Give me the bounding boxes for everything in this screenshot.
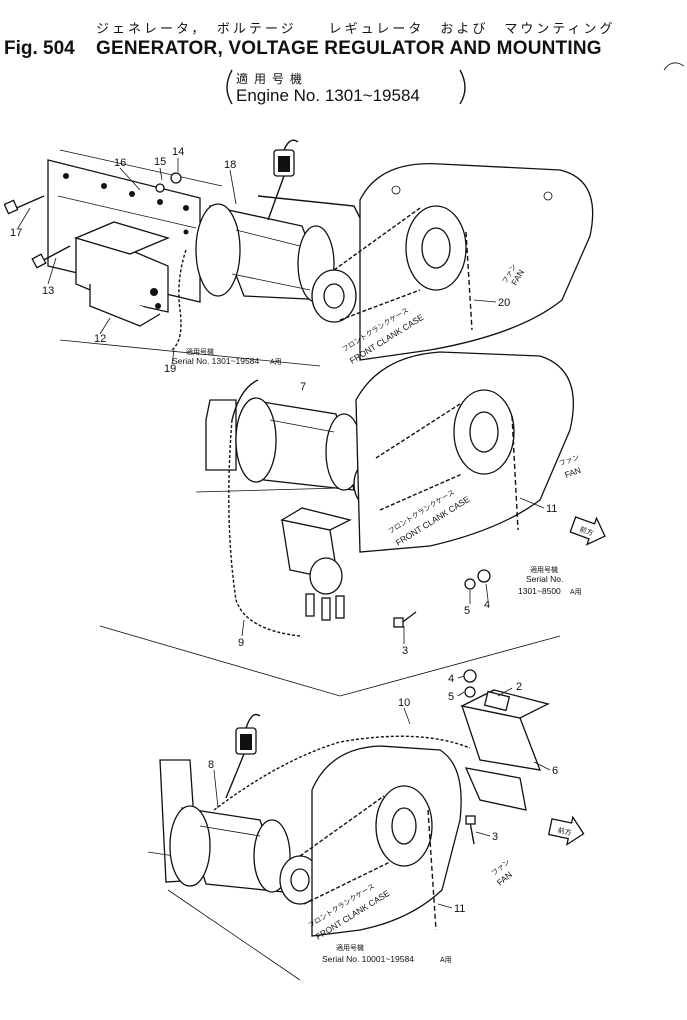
front-arrow-icon — [569, 516, 606, 546]
serial-a-range: Serial No. 1301~19584 — [172, 356, 259, 366]
part-label-5-mid: 5 — [464, 605, 470, 617]
part-label-11-bottom: 11 — [454, 903, 465, 915]
connector-plug-icon-bottom — [225, 713, 261, 799]
engine-number-range: Engine No. 1301~19584 — [236, 86, 420, 105]
part-label-14: 14 — [172, 146, 184, 158]
voltage-regulator-12 — [74, 221, 170, 327]
serial-a-suffix: A用 — [270, 358, 282, 366]
part-label-11-mid: 11 — [546, 503, 557, 515]
part-label-3-bottom: 3 — [492, 831, 498, 843]
top-view — [3, 139, 594, 361]
generator-mid — [235, 397, 363, 491]
fan-label-mid: FAN — [563, 465, 582, 480]
view-divider-bottom — [99, 625, 561, 697]
serial-c-jp: 適用号機 — [336, 943, 364, 952]
connector-plug-icon — [267, 139, 299, 221]
washer-15 — [155, 183, 165, 193]
applicability-japanese: 適用号機 — [236, 72, 309, 86]
left-bracket — [226, 69, 233, 105]
part-label-12: 12 — [94, 333, 106, 345]
pulley-top — [311, 269, 357, 323]
serial-b-suffix: A用 — [570, 588, 582, 596]
v-belt-mid — [375, 403, 463, 511]
part-label-20: 20 — [498, 297, 510, 309]
mounting-plate-line — [57, 195, 197, 229]
serial-b-head: Serial No. — [526, 574, 563, 584]
wire-9 — [228, 419, 301, 637]
voltage-regulator-mid — [280, 507, 352, 621]
frame-line-mid — [195, 487, 341, 493]
voltage-regulator-2 — [460, 689, 550, 811]
part-label-4-mid: 4 — [484, 599, 490, 611]
part-label-19: 19 — [164, 363, 176, 375]
part-label-4-bottom: 4 — [448, 673, 454, 685]
part-label-6: 6 — [552, 765, 558, 777]
serial-c-suffix: A用 — [440, 956, 452, 964]
diagram-title: GENERATOR, VOLTAGE REGULATOR AND MOUNTIN… — [96, 38, 602, 59]
leader-lines-bottom — [213, 675, 551, 909]
wire-19 — [171, 249, 187, 351]
view-divider-top — [59, 339, 321, 367]
serial-c-range: Serial No. 10001~19584 — [322, 954, 414, 964]
serial-b-jp: 適用号機 — [530, 565, 558, 574]
mounting-plate-edge — [59, 149, 223, 187]
part-label-10: 10 — [398, 697, 410, 709]
serial-a-jp: 適用号機 — [186, 347, 214, 356]
adjusting-bracket — [257, 195, 363, 223]
wire-10 — [213, 735, 471, 811]
serial-b-range: 1301~8500 — [518, 586, 561, 596]
front-arrow-icon-bottom — [547, 815, 585, 846]
pulley-bottom — [279, 855, 321, 905]
part-label-8: 8 — [208, 759, 214, 771]
part-label-17: 17 — [10, 227, 22, 239]
frame-bracket-mid — [205, 399, 237, 471]
part-label-3-mid: 3 — [402, 645, 408, 657]
front-label-bottom: 前方 — [557, 825, 573, 837]
v-belt-bottom — [299, 795, 391, 905]
bolt-3-bottom — [465, 815, 476, 845]
leader-lines-mid — [241, 497, 545, 644]
nut-14 — [170, 172, 182, 184]
nut-4-bottom — [463, 669, 477, 683]
generator-bottom — [169, 805, 291, 893]
bottom-view — [147, 669, 550, 981]
part-label-18: 18 — [224, 159, 236, 171]
bolt-17 — [3, 195, 45, 215]
leader-lines-top — [17, 158, 497, 365]
fan-belt-11-mid — [511, 415, 519, 531]
fan-belt-top — [465, 231, 473, 331]
wire-mid-top — [231, 379, 259, 421]
part-label-2: 2 — [516, 681, 522, 693]
part-label-5-bottom: 5 — [448, 691, 454, 703]
washer-5-bottom — [464, 686, 476, 698]
front-clank-case-bottom — [311, 745, 462, 937]
part-label-9: 9 — [238, 637, 244, 649]
figure-number: Fig. 504 — [4, 38, 75, 59]
nut-4-mid — [477, 569, 491, 583]
v-belt-20 — [333, 207, 421, 321]
middle-view — [195, 351, 574, 637]
fan-belt-11-bottom — [427, 809, 437, 931]
part-label-16: 16 — [114, 157, 126, 169]
part-label-13: 13 — [42, 285, 54, 297]
bolt-13 — [31, 245, 71, 269]
generator-top — [195, 203, 335, 303]
plate-bolts — [63, 173, 189, 235]
washer-5-mid — [464, 578, 476, 590]
front-clank-case-mid — [355, 351, 574, 553]
part-label-15: 15 — [154, 156, 166, 168]
right-bracket — [459, 69, 466, 105]
bolt-3-mid — [393, 611, 417, 628]
front-clank-case-top — [359, 162, 594, 361]
part-label-7: 7 — [300, 381, 306, 393]
japanese-title: ジェネレータ， ボルテージ レギュレータ および マウンティング — [96, 21, 616, 36]
page-mark — [663, 62, 685, 71]
